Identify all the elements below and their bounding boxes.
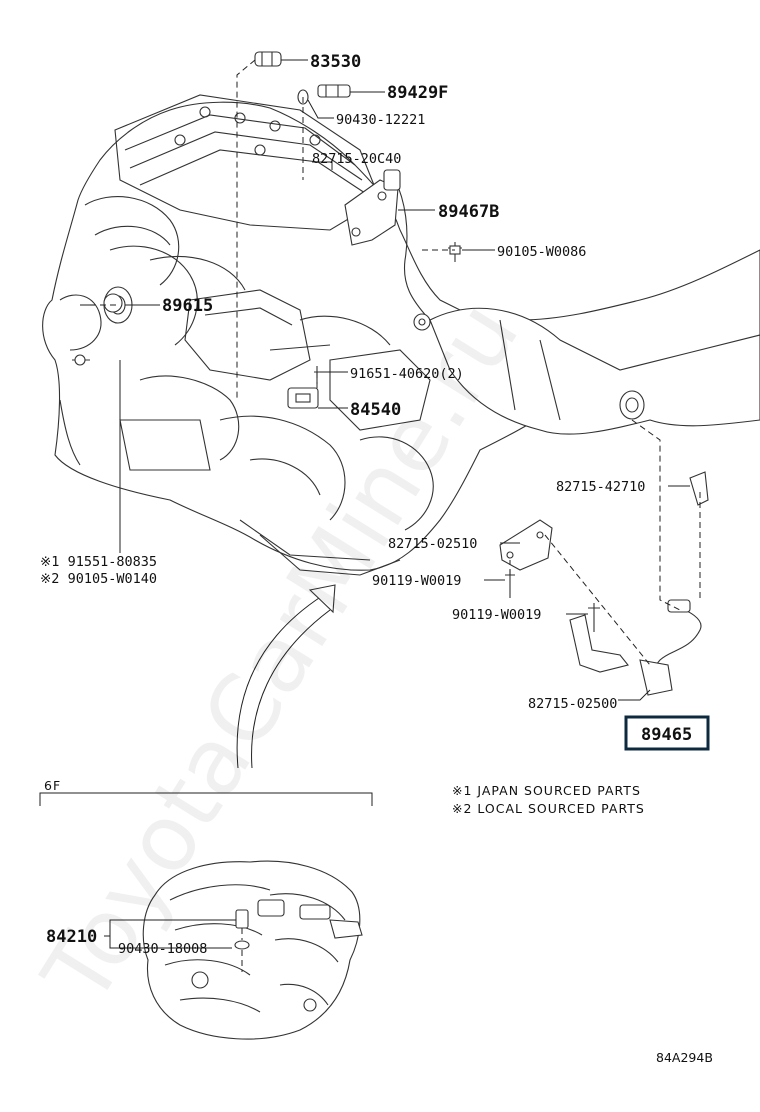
part-labels: 83530 89429F 90430-12221 82715-20C40 894…: [40, 52, 645, 712]
label-83530[interactable]: 83530: [310, 52, 361, 72]
label-90105-w0140[interactable]: ※2 90105-W0140: [40, 571, 157, 587]
section-6f-label: 6F: [44, 778, 61, 793]
label-84210[interactable]: 84210: [46, 927, 97, 947]
source-notes: ※1 JAPAN SOURCED PARTS ※2 LOCAL SOURCED …: [452, 783, 645, 816]
label-82715-42710[interactable]: 82715-42710: [556, 479, 645, 495]
figure-code: 84A294B: [656, 1050, 713, 1065]
label-89429f[interactable]: 89429F: [387, 83, 448, 103]
highlight-89465[interactable]: 89465: [624, 715, 710, 751]
label-90430-12221[interactable]: 90430-12221: [336, 112, 425, 128]
label-90119-w0019-b[interactable]: 90119-W0019: [452, 607, 541, 623]
section-6f: 6F 84210 90430-18008: [39, 778, 373, 1040]
label-91651-40620[interactable]: 91651-40620(2): [350, 366, 464, 382]
note-japan-sourced: ※1 JAPAN SOURCED PARTS: [452, 783, 641, 798]
leader-lines: [119, 59, 690, 701]
label-90430-18008[interactable]: 90430-18008: [118, 941, 207, 957]
label-82715-02510[interactable]: 82715-02510: [388, 536, 477, 552]
label-82715-02500[interactable]: 82715-02500: [528, 696, 617, 712]
label-89467b[interactable]: 89467B: [438, 202, 499, 222]
reference-arrow: [236, 584, 336, 769]
transmission-6f-drawing: [142, 860, 363, 1040]
label-89465[interactable]: 89465: [641, 725, 692, 745]
dashed-position-lines: [90, 59, 701, 666]
note-local-sourced: ※2 LOCAL SOURCED PARTS: [452, 801, 645, 816]
label-89615[interactable]: 89615: [162, 296, 213, 316]
engine-assembly-drawing: [42, 51, 760, 696]
label-90105-w0086[interactable]: 90105-W0086: [497, 244, 586, 260]
label-91551-80835[interactable]: ※1 91551-80835: [40, 554, 157, 570]
label-90119-w0019-a[interactable]: 90119-W0019: [372, 573, 461, 589]
label-84540[interactable]: 84540: [350, 400, 401, 420]
label-82715-20c40[interactable]: 82715-20C40: [312, 151, 401, 167]
